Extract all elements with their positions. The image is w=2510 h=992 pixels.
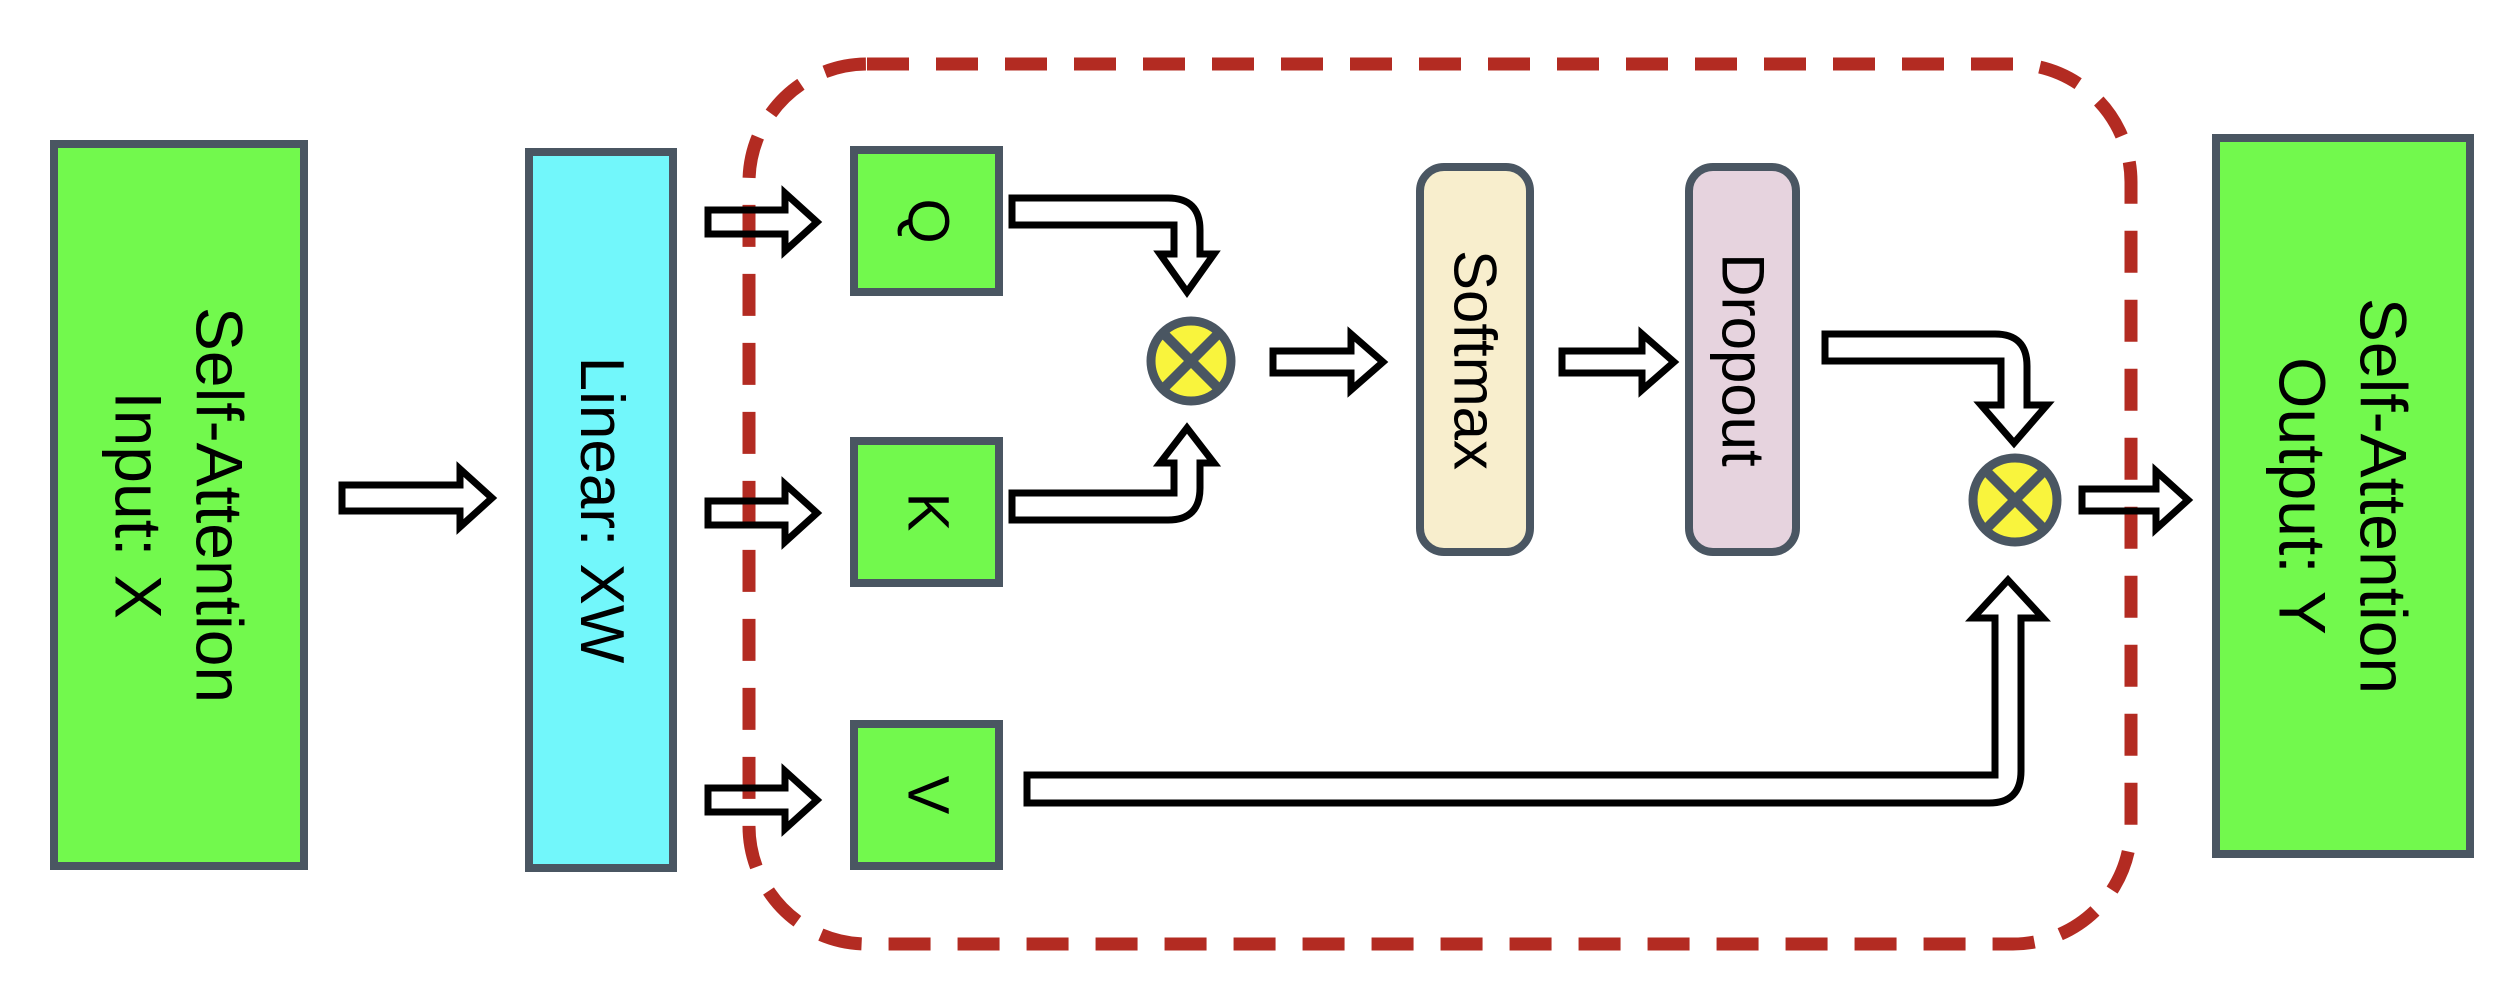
matmul-attn-v-icon xyxy=(1968,453,2062,547)
arrow-linear-to-k xyxy=(704,476,823,550)
node-dropout: Dropout xyxy=(1685,163,1800,556)
arrow-dropout-to-matmul xyxy=(1821,330,2055,449)
node-self-attention-input: Self-Attention Input: X xyxy=(50,140,308,870)
arrow-matmul-to-output xyxy=(2078,463,2194,537)
node-key-label: K xyxy=(894,492,960,532)
arrow-input-to-linear xyxy=(338,461,498,535)
matmul-qk-icon xyxy=(1146,316,1236,406)
node-value: V xyxy=(850,720,1003,870)
node-query-label: Q xyxy=(894,198,960,244)
node-key: K xyxy=(850,437,1003,587)
node-value-label: V xyxy=(894,775,960,815)
arrow-linear-to-v xyxy=(704,763,823,837)
arrow-v-to-matmul xyxy=(1023,574,2051,807)
arrow-matmul-to-softmax xyxy=(1269,326,1389,398)
arrow-linear-to-q xyxy=(704,185,823,259)
node-input-label: Self-Attention Input: X xyxy=(102,306,257,704)
node-self-attention-output: Self-Attention Output: Y xyxy=(2212,134,2474,858)
node-linear: Linear: XW xyxy=(525,148,677,872)
node-linear-label: Linear: XW xyxy=(566,356,636,664)
node-softmax: Softmax xyxy=(1416,163,1534,556)
arrow-k-to-matmul xyxy=(1008,422,1222,524)
node-output-label: Self-Attention Output: Y xyxy=(2266,297,2421,695)
arrow-q-to-matmul xyxy=(1008,194,1221,299)
arrow-softmax-to-dropout xyxy=(1558,326,1680,398)
node-dropout-label: Dropout xyxy=(1709,252,1777,467)
node-softmax-label: Softmax xyxy=(1441,249,1509,470)
node-query: Q xyxy=(850,146,1003,296)
